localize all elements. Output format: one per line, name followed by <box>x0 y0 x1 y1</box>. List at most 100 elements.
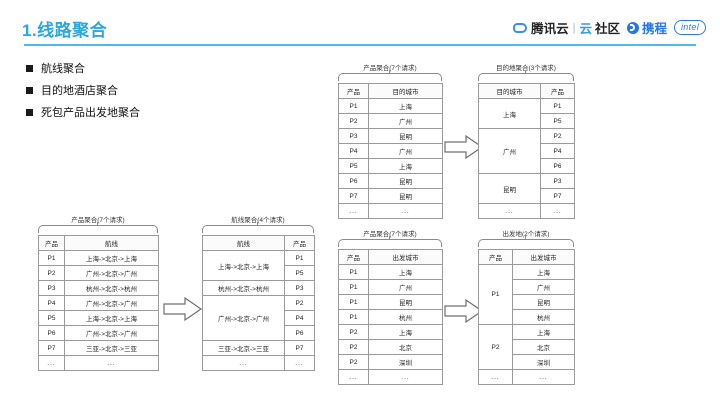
table-cell: P1 <box>338 294 369 310</box>
ctrip-logo: 携程 <box>626 18 667 37</box>
bullet-label: 目的地酒店聚合 <box>41 85 118 97</box>
table-row: ...... <box>202 355 315 371</box>
table-cell: P7 <box>338 188 369 204</box>
group-key-cell: P1 <box>478 264 513 325</box>
group-key-cell: 三亚->北京->三亚 <box>202 340 285 356</box>
flow-arrow-top <box>444 134 484 160</box>
table-cell: P4 <box>338 143 369 159</box>
column-header: 产品 <box>338 83 369 99</box>
bullet-square-icon <box>26 108 33 116</box>
arrow-right-icon <box>444 298 484 324</box>
list-item: 航线聚合 <box>26 60 140 76</box>
column-header: 出发城市 <box>368 249 443 265</box>
group-key-cell: 杭州->北京->杭州 <box>202 280 285 296</box>
table-row: ...... <box>338 203 443 219</box>
column-header: 出发城市 <box>512 249 575 265</box>
table-cell: 三亚->北京->三亚 <box>64 340 159 356</box>
table-caption: 出发地(2个请求) <box>502 231 550 238</box>
tencent-cloud-logo: 腾讯云 | 云 社区 <box>513 18 620 37</box>
list-item: 死包产品出发地聚合 <box>26 104 140 120</box>
table-cell: 上海 <box>368 98 443 114</box>
column-header: 产品 <box>540 83 575 99</box>
table-cell: P2 <box>284 295 315 311</box>
table-cell: P1 <box>338 309 369 325</box>
brace-decoration <box>202 222 314 233</box>
table-header-row: 产品航线 <box>38 235 159 251</box>
table-cell: 上海 <box>368 158 443 174</box>
table-cell: 广州 <box>368 279 443 295</box>
group-key-cell: ... <box>478 203 541 219</box>
table-cell: ... <box>338 203 369 219</box>
column-header: 航线 <box>202 235 285 251</box>
table-cell: P2 <box>338 339 369 355</box>
table-cell: P2 <box>338 354 369 370</box>
table-cell: P2 <box>38 265 65 281</box>
table-cell: ... <box>284 355 315 371</box>
table-cell: P1 <box>284 250 315 266</box>
table-cell: ... <box>512 369 575 385</box>
table-cell: P1 <box>540 98 575 114</box>
table-cell: P1 <box>338 98 369 114</box>
table-cell: P4 <box>38 295 65 311</box>
table-header-row: 产品出发城市 <box>478 249 575 265</box>
group-key-cell: 广州 <box>478 128 541 174</box>
table-cell: 上海 <box>512 324 575 340</box>
table-cell: P5 <box>38 310 65 326</box>
table-cell: 广州->北京->广州 <box>64 325 159 341</box>
ctrip-mark-icon <box>626 21 639 34</box>
table-cell: 广州 <box>368 113 443 129</box>
cloud-char-label: 云 <box>579 22 592 36</box>
table-header-row: 产品目的城市 <box>338 83 443 99</box>
bullet-square-icon <box>26 64 33 72</box>
table-cell: P1 <box>338 279 369 295</box>
group-key-cell: ... <box>202 355 285 371</box>
column-header: 产品 <box>284 235 315 251</box>
table-cell: 昆明 <box>368 128 443 144</box>
arrow-right-icon <box>163 296 203 322</box>
table-cell: P4 <box>284 310 315 326</box>
table-cell: 深圳 <box>368 354 443 370</box>
logo-bar: 腾讯云 | 云 社区 携程 intel <box>513 18 706 37</box>
bullet-label: 航线聚合 <box>41 63 85 75</box>
group-key-cell: 广州->北京->广州 <box>202 295 285 341</box>
table-cell: P5 <box>540 113 575 129</box>
table-cell: 上海 <box>368 324 443 340</box>
group-key-cell: 上海 <box>478 98 541 129</box>
column-header: 产品 <box>38 235 65 251</box>
table-cell: P6 <box>284 325 315 341</box>
title-divider <box>24 44 696 46</box>
flow-arrow-bottom-right <box>444 298 484 324</box>
table-caption: 航线聚合(4个请求) <box>231 217 285 224</box>
table-cell: 昆明 <box>512 294 575 310</box>
table-row: ...... <box>338 369 443 385</box>
table-cell: P6 <box>540 158 575 174</box>
table-cell: 昆明 <box>368 173 443 189</box>
